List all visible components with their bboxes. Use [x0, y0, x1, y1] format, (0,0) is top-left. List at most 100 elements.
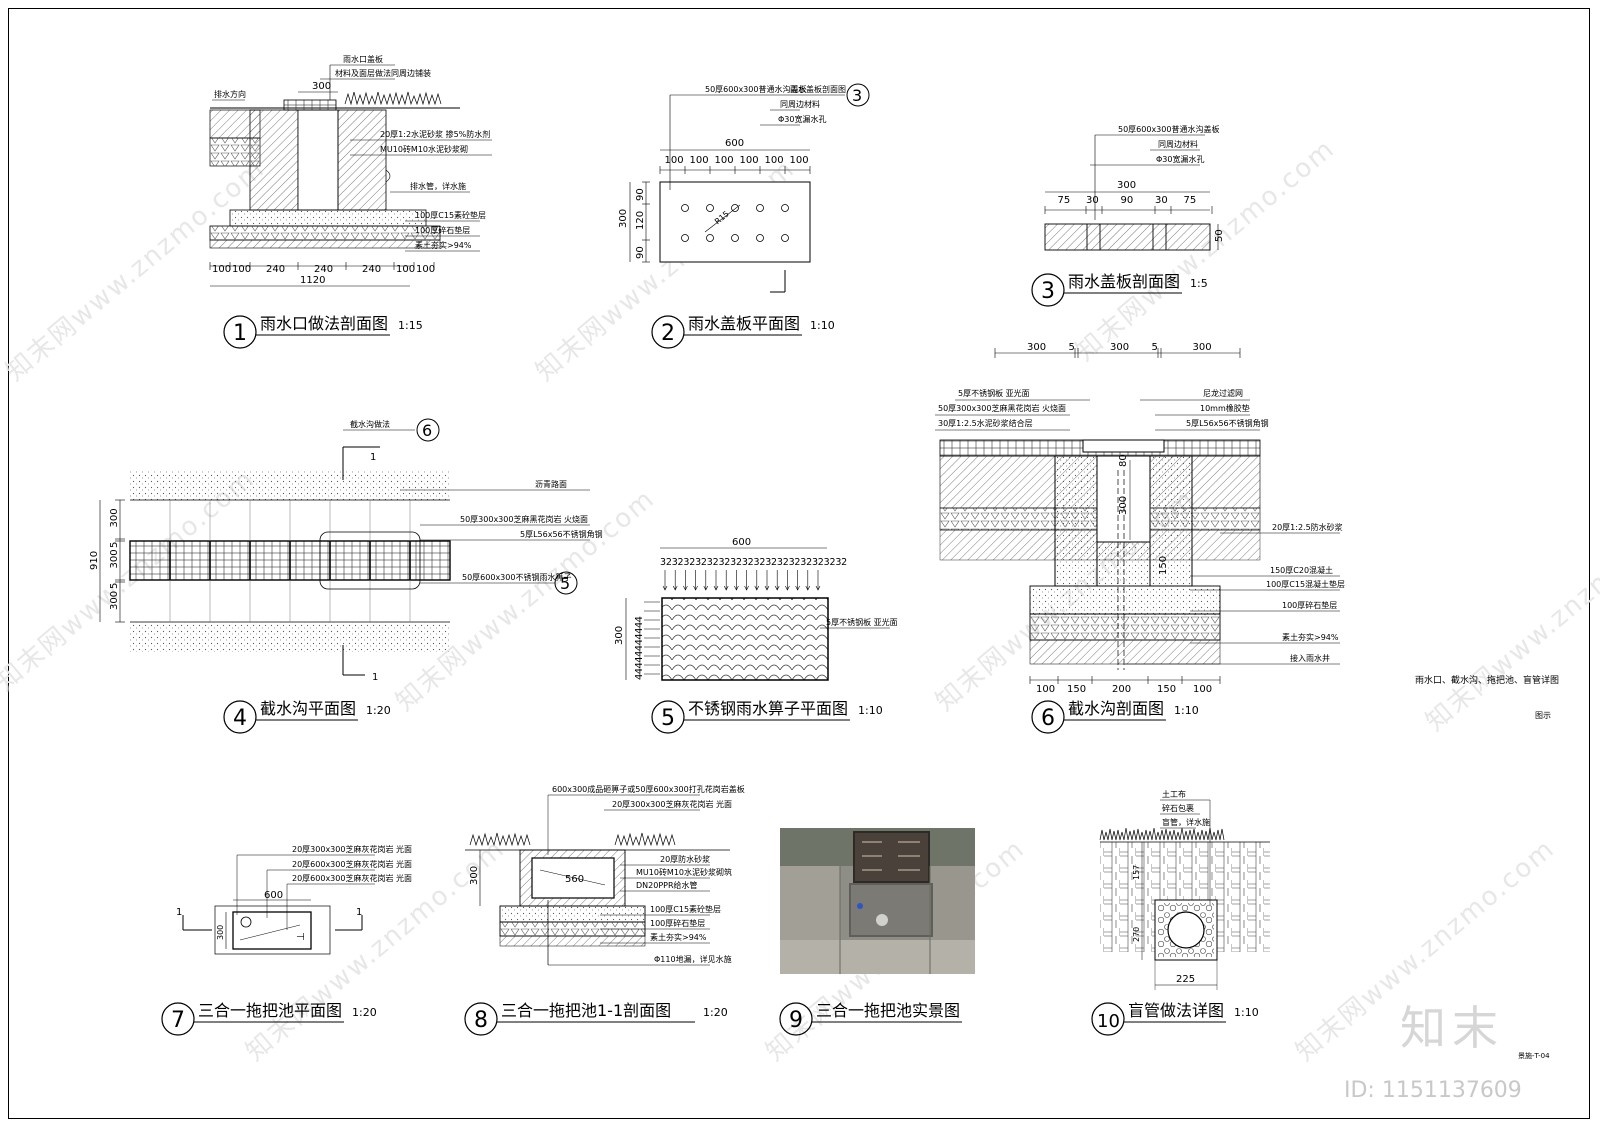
dim-v: 150: [1158, 556, 1169, 575]
label: 尼龙过滤网: [1203, 388, 1243, 398]
label: 20厚300x300芝麻灰花岗岩 光面: [292, 844, 412, 854]
drain-hole: [781, 204, 789, 212]
dim-total: 910: [89, 551, 100, 570]
dim-v: 80: [1118, 454, 1129, 467]
label: 100厚C15素砼垫层: [415, 210, 486, 220]
label: 600x300成品砸箅子或50厚600x300打孔花岗岩盖板: [552, 784, 745, 794]
label: 雨水口盖板: [343, 54, 383, 64]
dim-label: 100: [690, 155, 709, 166]
callout-number: 3: [852, 86, 862, 105]
dim-label: 150: [1157, 684, 1176, 695]
label: 20厚300x300芝麻灰花岗岩 光面: [612, 799, 732, 809]
dim-total: 300: [618, 209, 629, 228]
label: 20厚600x300芝麻灰花岗岩 光面: [292, 873, 412, 883]
dim-height: 300: [216, 925, 225, 940]
label: MU10砖M10水泥砂浆砌筑: [636, 867, 732, 877]
detail-7-mop-sink-plan: ⊣ 600 300 1 1 20厚300x300芝麻灰花岗岩 光面 20厚600…: [176, 844, 412, 955]
label: MU10砖M10水泥砂浆砌: [380, 144, 468, 154]
dim-label: 120: [635, 211, 646, 230]
label: 5厚不锈钢板 亚光面: [958, 388, 1030, 398]
sheet-side-title: 雨水口、截水沟、拖把池、盲管详图: [1415, 674, 1559, 686]
caption-number: 4: [233, 706, 247, 731]
label: 150厚C20混凝土: [1270, 565, 1333, 575]
dim-label: 300: [1193, 342, 1212, 353]
drain-hole: [681, 204, 689, 212]
sheet-code: 景施-T-04: [1518, 1051, 1550, 1060]
label: 100厚碎石垫层: [415, 225, 470, 235]
dim-total: 600: [732, 537, 751, 548]
label: 素土夯实>94%: [415, 240, 472, 250]
drain-hole: [731, 204, 739, 212]
label: 5厚L56x56不锈钢角钢: [520, 529, 603, 539]
label: 同周边材料: [780, 99, 820, 109]
label: 盲管，详水施: [1162, 817, 1210, 827]
label: 土工布: [1162, 789, 1186, 799]
caption-4: 4 截水沟平面图 1:20: [223, 699, 391, 734]
label: Φ110地漏，详见水施: [654, 954, 732, 964]
label: 20厚600x300芝麻灰花岗岩 光面: [292, 859, 412, 869]
detail-5-grate-plan: 600 32323232323232323232323232323232 444…: [614, 537, 898, 681]
label: 排水方向: [214, 89, 246, 99]
label: 材料及面层做法同周边铺装: [335, 68, 431, 78]
dim-label: 5: [1152, 342, 1158, 353]
drain-hole: [781, 234, 789, 242]
dim-label: 100: [212, 264, 231, 275]
caption-scale: 1:20: [366, 704, 391, 717]
label: 20厚防水砂浆: [660, 854, 710, 864]
detail-9-photo: [780, 828, 975, 974]
dim-inner: 560: [565, 874, 584, 885]
dim-label: 100: [715, 155, 734, 166]
caption-number: 7: [171, 1008, 185, 1033]
dim-total: 600: [725, 138, 744, 149]
caption-9: 9 三合一拖把池实景图: [779, 1001, 962, 1036]
dim-label: 100: [1193, 684, 1212, 695]
label: 接入雨水井: [1290, 653, 1330, 663]
dim-label: 240: [362, 264, 381, 275]
label: 沥青路面: [535, 479, 567, 489]
drain-hole: [756, 234, 764, 242]
caption-scale: 1:15: [398, 319, 423, 332]
section-mark: 1: [370, 452, 376, 463]
caption-number: 10: [1097, 1011, 1120, 1032]
detail-1-inlet-section: 300 雨水口盖板 材料及面层做法同周边铺装 排水方向 20厚1:2水泥砂浆 掺…: [209, 54, 492, 287]
caption-title: 盲管做法详图: [1128, 1001, 1224, 1020]
label: 5厚L56x56不锈钢角钢: [1186, 418, 1269, 428]
caption-number: 6: [1041, 706, 1055, 731]
drain-hole: [731, 234, 739, 242]
dim-label: 300: [109, 591, 120, 610]
label: Φ30宽漏水孔: [1156, 154, 1204, 164]
dim-label: 300: [109, 508, 120, 527]
tick-row: 32323232323232323232323232323232: [660, 557, 847, 568]
caption-title: 截水沟剖面图: [1068, 699, 1164, 718]
caption-number: 9: [789, 1008, 803, 1033]
dim-label: 30: [1086, 195, 1099, 206]
drain-hole: [681, 234, 689, 242]
label: 30厚1:2.5水泥砂浆结合层: [938, 418, 1033, 428]
label: 5厚不锈钢板 亚光面: [826, 617, 898, 627]
detail-10-blind-pipe: 157 270 225 土工布 碎石包裹 盲管，详水施: [1099, 789, 1270, 990]
caption-title: 截水沟平面图: [260, 699, 356, 718]
caption-scale: 1:10: [1234, 1006, 1259, 1019]
dim-label: 90: [635, 246, 646, 259]
caption-title: 三合一拖把池实景图: [816, 1001, 960, 1020]
dim-label: 90: [1121, 195, 1134, 206]
dim-label: 300: [1027, 342, 1046, 353]
label: Φ30宽漏水孔: [778, 114, 826, 124]
caption-scale: 1:20: [703, 1006, 728, 1019]
caption-scale: 1:10: [858, 704, 883, 717]
drain-hole: [756, 204, 764, 212]
label: 截水沟做法: [350, 419, 390, 429]
callout-number: 6: [422, 421, 432, 440]
dim-v: 157: [1132, 865, 1141, 880]
dim-label: 300: [109, 549, 120, 568]
label: 50厚300x300芝麻黑花岗岩 火烧面: [938, 403, 1066, 413]
dim-label: 100: [740, 155, 759, 166]
dim-label: 100: [232, 264, 251, 275]
dim-width: 225: [1176, 974, 1195, 985]
